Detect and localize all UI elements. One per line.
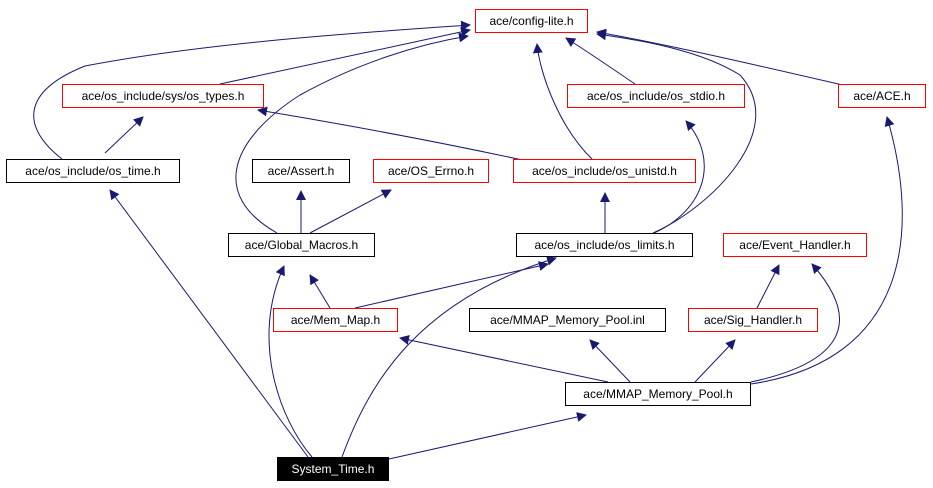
edge-global-macros-to-config-lite xyxy=(235,32,469,234)
node-os-errno[interactable]: ace/OS_Errno.h xyxy=(373,159,489,183)
node-sig-handler[interactable]: ace/Sig_Handler.h xyxy=(688,308,818,332)
edge-mmap-memory-pool-h-to-sig-handler xyxy=(694,339,736,383)
edge-mmap-memory-pool-h-to-ace-h xyxy=(750,116,903,385)
node-mmap-memory-pool-inl[interactable]: ace/MMAP_Memory_Pool.inl xyxy=(469,308,666,332)
node-config-lite[interactable]: ace/config-lite.h xyxy=(475,9,588,33)
edge-os-time-to-config-lite xyxy=(33,20,471,160)
edge-mmap-memory-pool-h-to-mem-map xyxy=(399,334,609,383)
edge-system-time-to-mmap-memory-pool-h xyxy=(388,412,587,460)
node-mmap-memory-pool-h[interactable]: ace/MMAP_Memory_Pool.h xyxy=(565,382,751,406)
edge-global-macros-to-os-errno xyxy=(309,189,392,234)
edge-os-stdio-to-config-lite xyxy=(565,37,636,85)
node-os-limits[interactable]: ace/os_include/os_limits.h xyxy=(516,233,693,257)
edge-os-unistd-to-os-types xyxy=(257,106,528,162)
edge-sig-handler-to-event-handler xyxy=(756,264,780,309)
node-global-macros[interactable]: ace/Global_Macros.h xyxy=(228,233,375,257)
node-os-stdio[interactable]: ace/os_include/os_stdio.h xyxy=(567,84,745,108)
node-event-handler[interactable]: ace/Event_Handler.h xyxy=(723,233,867,257)
node-os-time[interactable]: ace/os_include/os_time.h xyxy=(6,159,180,183)
edge-mem-map-to-os-limits xyxy=(354,261,549,309)
edge-ace-h-to-config-lite xyxy=(596,28,848,87)
node-os-types[interactable]: ace/os_include/sys/os_types.h xyxy=(62,84,264,108)
node-mem-map[interactable]: ace/Mem_Map.h xyxy=(273,308,398,332)
node-system-time-current: System_Time.h xyxy=(277,457,389,481)
edge-os-unistd-to-config-lite xyxy=(532,43,593,160)
node-assert[interactable]: ace/Assert.h xyxy=(252,159,350,183)
edge-system-time-to-os-time xyxy=(109,189,309,458)
edge-system-time-to-global-macros xyxy=(268,265,313,458)
edge-mmap-memory-pool-h-to-mmap-memory-pool-inl xyxy=(589,339,631,383)
edge-system-time-to-os-limits xyxy=(341,255,557,458)
node-os-unistd[interactable]: ace/os_include/os_unistd.h xyxy=(513,159,696,183)
edge-mem-map-to-global-macros xyxy=(309,274,331,309)
edge-os-limits-to-config-lite xyxy=(596,30,757,234)
edge-mmap-memory-pool-h-to-event-handler xyxy=(750,263,841,383)
node-ace-h[interactable]: ace/ACE.h xyxy=(838,84,926,108)
edge-os-types-to-config-lite xyxy=(219,27,471,85)
edge-os-time-to-os-types xyxy=(104,116,144,154)
